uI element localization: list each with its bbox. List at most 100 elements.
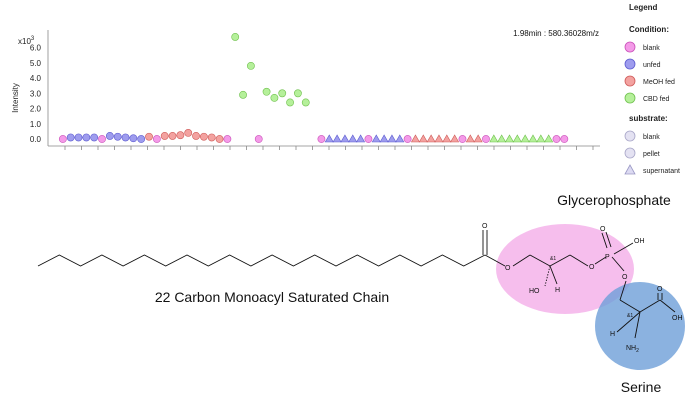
serine-label: Serine — [621, 379, 662, 395]
serine-h-bond — [616, 311, 641, 333]
y-tick-label: 6.0 — [30, 44, 42, 53]
data-point — [90, 133, 99, 142]
legend-swatch — [624, 41, 636, 53]
data-point — [215, 135, 224, 143]
acyl-chain-bonds — [37, 254, 486, 267]
molecule-bonds — [482, 230, 676, 339]
data-point — [192, 132, 200, 140]
data-point — [286, 98, 294, 107]
data-point — [176, 131, 185, 140]
atom-labels: O O HO H &1 O P OH O O H &1 NH2 O OH — [482, 223, 683, 354]
data-point — [482, 135, 490, 143]
hydroxyl-label: HO — [529, 288, 540, 295]
serine-highlight — [595, 282, 685, 370]
data-point — [489, 134, 499, 143]
data-point — [239, 90, 247, 99]
phosphorus: P — [605, 254, 610, 261]
data-point — [184, 129, 193, 137]
glycerol-hash-bond — [544, 265, 551, 287]
data-point — [270, 93, 279, 102]
data-point — [246, 61, 255, 70]
data-point — [152, 135, 161, 143]
data-point — [552, 135, 561, 143]
y-tick-label: 4.0 — [30, 74, 42, 83]
legend-swatch — [624, 75, 636, 87]
p-o-bond-2 — [611, 256, 625, 272]
glycerol-bond-3 — [569, 254, 589, 267]
glycerophosphate-highlight — [496, 224, 634, 314]
glycerol-bond-2 — [549, 254, 571, 267]
glycerol-o: O — [589, 264, 595, 271]
acid-oh-label: OH — [672, 315, 683, 322]
data-point — [254, 135, 263, 143]
serine-acid-bond — [639, 299, 661, 313]
legend-shape — [624, 147, 636, 159]
legend-substrates: blank pellet supernatant — [624, 130, 680, 175]
y-tick-label: 2.0 — [30, 105, 42, 114]
glycerol-bond-1 — [529, 254, 551, 267]
data-point — [168, 132, 177, 140]
data-point — [536, 134, 546, 143]
p-o-bond-1 — [594, 256, 607, 265]
data-point — [121, 133, 130, 142]
data-point — [294, 89, 302, 98]
acid-o-label: O — [657, 286, 663, 293]
ester-bond-1 — [484, 254, 506, 267]
legend-condition-label: unfed — [643, 62, 661, 69]
legend-condition-label: CBD fed — [643, 96, 670, 103]
data-point — [395, 134, 405, 143]
data-point — [137, 135, 146, 143]
data-point — [278, 89, 287, 98]
data-point — [560, 135, 569, 143]
y-ticks: 0.01.02.03.04.05.06.0 — [30, 44, 42, 144]
data-point — [418, 134, 428, 143]
data-point — [473, 134, 483, 143]
stereo-label-2: &1 — [627, 313, 633, 319]
h-label-1: H — [555, 287, 560, 294]
legend-swatch — [624, 92, 636, 104]
data-point — [379, 134, 389, 143]
glycerol-h-bond — [549, 265, 558, 285]
chain-label: 22 Carbon Monoacyl Saturated Chain — [155, 289, 389, 305]
phos-o2: O — [622, 274, 628, 281]
data-point — [458, 135, 467, 143]
acid-oh-bond — [659, 299, 676, 313]
legend-substrate-label: pellet — [643, 151, 660, 158]
p-oh-label: OH — [634, 238, 645, 245]
data-point — [465, 134, 475, 143]
p-oh-bond — [613, 242, 634, 255]
data-point — [364, 135, 373, 143]
data-point — [199, 132, 208, 141]
y-tick-label: 3.0 — [30, 89, 42, 98]
chart: Intensity x103 0.01.02.03.04.05.06.0 1.9… — [11, 29, 600, 150]
legend-condition-label: blank — [643, 45, 660, 52]
x-ticks — [64, 146, 594, 150]
data-point — [231, 33, 240, 41]
data-point — [450, 134, 460, 143]
data-point — [387, 134, 397, 143]
serine-n-bond — [634, 311, 641, 339]
p-o-double-a — [601, 232, 608, 249]
molecule: Glycerophosphate 22 Carbon Monoacyl Satu… — [37, 192, 685, 395]
carbonyl-o: O — [482, 223, 488, 230]
data-point — [332, 134, 342, 143]
data-point — [262, 87, 271, 96]
data-point — [512, 134, 522, 143]
data-point — [371, 134, 381, 143]
legend-substrate-label: supernatant — [643, 168, 680, 175]
data-point — [98, 135, 106, 143]
data-point — [207, 133, 216, 142]
legend-substrate-label: blank — [643, 134, 660, 141]
data-point — [324, 134, 334, 143]
data-point — [426, 134, 436, 143]
data-point — [442, 134, 452, 143]
serine-bond-2 — [619, 299, 641, 313]
h-label-2: H — [610, 331, 615, 338]
serine-bond-1 — [619, 280, 627, 301]
data-point — [301, 98, 310, 107]
legend-swatch — [624, 58, 636, 70]
data-point — [105, 132, 114, 140]
